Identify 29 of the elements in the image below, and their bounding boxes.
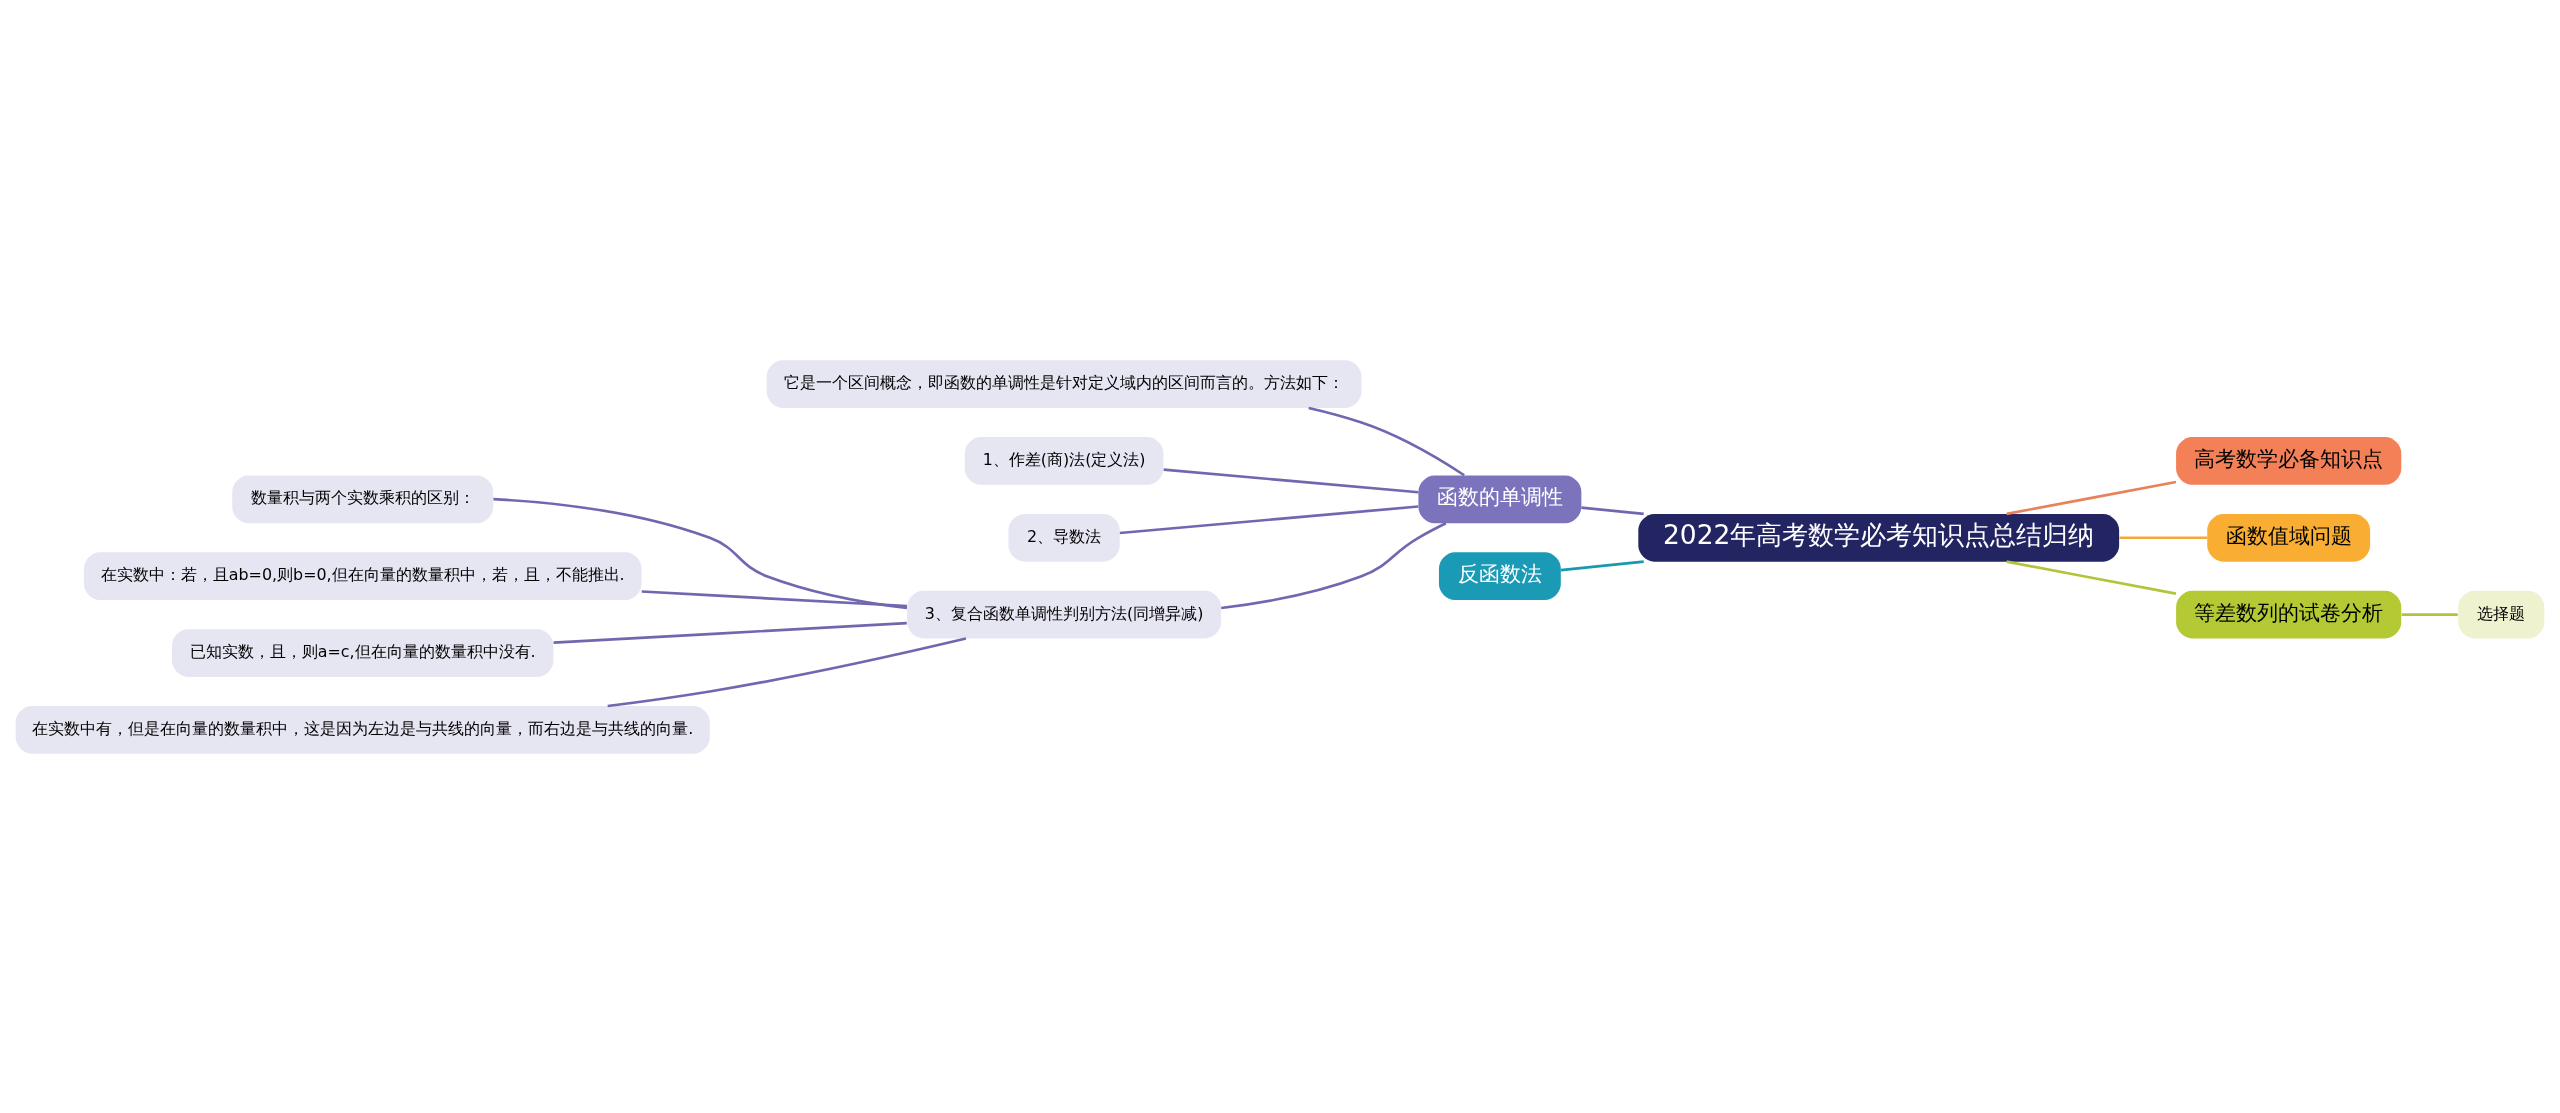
connector <box>1308 406 1465 476</box>
node-box: 函数的单调性 <box>1418 475 1582 523</box>
node-box: 反函数法 <box>1438 551 1561 600</box>
node-box: 3、复合函数单调性判别方法(同增异减) <box>907 590 1222 638</box>
connector <box>1581 505 1644 515</box>
node-box: 2022年高考数学必考知识点总结归纳 <box>1638 513 2120 562</box>
node-box: 函数值域问题 <box>2207 513 2371 562</box>
connector <box>1119 504 1419 534</box>
connector <box>607 636 967 707</box>
connector <box>1221 521 1447 609</box>
connector <box>2401 612 2458 616</box>
connector <box>2006 480 2177 515</box>
node-box: 选择题 <box>2458 590 2545 638</box>
connector <box>1560 559 1644 571</box>
connector <box>1163 467 1419 494</box>
connector <box>2119 535 2208 539</box>
node-box: 已知实数，且，则a=c,但在向量的数量积中没有. <box>172 628 554 677</box>
node-box: 在实数中有，但是在向量的数量积中，这是因为左边是与共线的向量，而右边是与共线的向量. <box>15 705 710 754</box>
node-box: 在实数中：若，且ab=0,则b=0,但在向量的数量积中，若，且，不能推出. <box>83 551 642 600</box>
node-box: 1、作差(商)法(定义法) <box>964 436 1164 485</box>
connector <box>641 589 907 607</box>
node-box: 等差数列的试卷分析 <box>2176 590 2402 638</box>
connector <box>493 497 908 609</box>
connector <box>2006 559 2177 595</box>
node-box: 高考数学必备知识点 <box>2176 436 2402 485</box>
node-box: 数量积与两个实数乘积的区别： <box>232 475 494 523</box>
node-box: 它是一个区间概念，即函数的单调性是针对定义域内的区间而言的。方法如下： <box>766 359 1362 408</box>
connector <box>553 621 907 644</box>
node-box: 2、导数法 <box>1008 513 1120 562</box>
